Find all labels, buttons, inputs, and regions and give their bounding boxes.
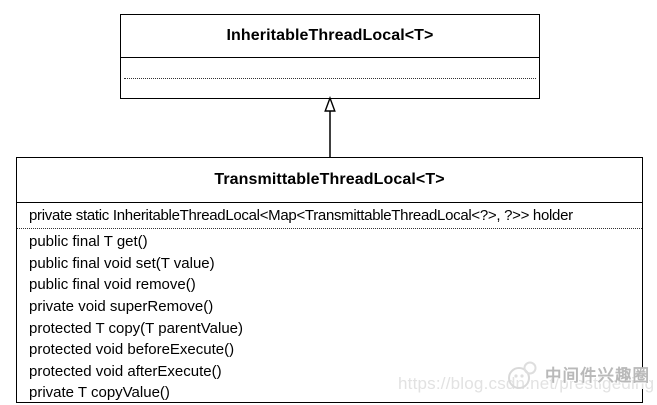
class-box-inheritablethreadlocal: InheritableThreadLocal<T> bbox=[120, 14, 540, 99]
parent-empty-compartment bbox=[121, 58, 539, 97]
method-superremove: private void superRemove() bbox=[29, 298, 214, 316]
class-title-parent: InheritableThreadLocal<T> bbox=[121, 15, 539, 58]
method-get: public final T get() bbox=[29, 233, 148, 251]
method-copy: protected T copy(T parentValue) bbox=[29, 319, 244, 337]
class-box-transmittablethreadlocal: TransmittableThreadLocal<T> private stat… bbox=[16, 157, 643, 403]
compartment-divider-dotted bbox=[124, 77, 536, 79]
method-remove: public final void remove() bbox=[29, 276, 196, 294]
methods-list: public final T get() public final void s… bbox=[17, 229, 642, 404]
method-copyvalue: private T copyValue() bbox=[29, 384, 170, 402]
class-title-child: TransmittableThreadLocal<T> bbox=[17, 158, 642, 203]
method-afterexecute: protected void afterExecute() bbox=[29, 362, 222, 380]
generalization-arrow bbox=[324, 96, 336, 158]
field-holder: private static InheritableThreadLocal<Ma… bbox=[17, 203, 642, 229]
method-beforeexecute: protected void beforeExecute() bbox=[29, 341, 235, 359]
method-set: public final void set(T value) bbox=[29, 254, 215, 272]
